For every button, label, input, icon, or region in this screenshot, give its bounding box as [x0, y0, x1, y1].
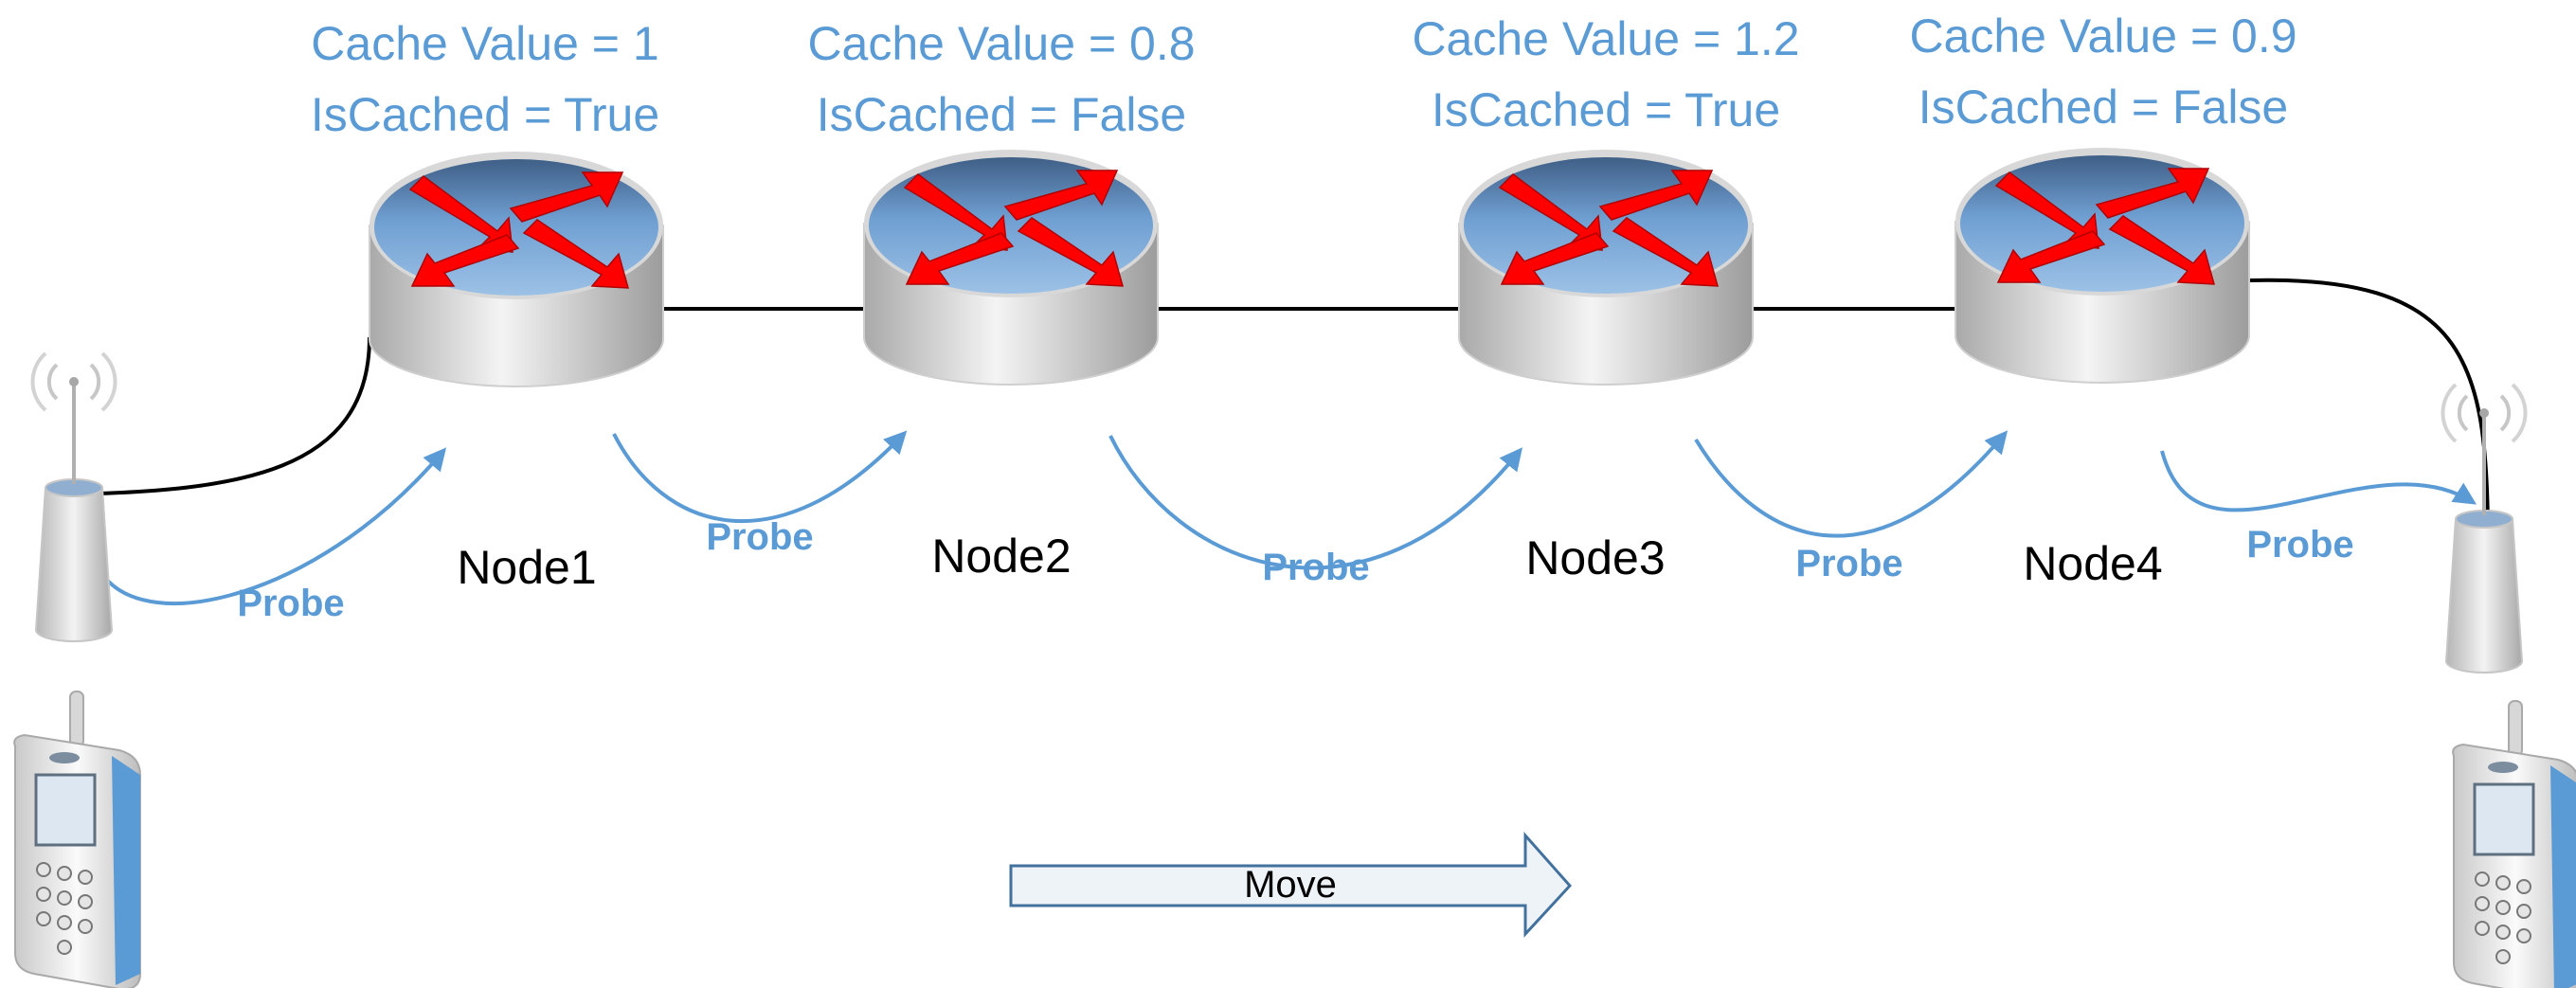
access-point-right [2441, 383, 2528, 674]
router-icon [1955, 147, 2250, 384]
move-label: Move [1244, 864, 1337, 906]
node3-cache-value: Cache Value = 1.2 [1412, 12, 1799, 65]
node2-cache-value: Cache Value = 0.8 [807, 17, 1195, 70]
probe-label-3: Probe [1262, 547, 1369, 588]
router-node4 [1955, 147, 2250, 384]
probe-arrows [93, 430, 2477, 605]
link-ap1-node1 [67, 336, 371, 496]
probe-arrow-2 [612, 430, 908, 524]
probe-arrow-3 [1108, 435, 1523, 570]
node1-name: Node1 [457, 541, 596, 594]
node-names: Node1 Node2 Node3 Node4 [457, 530, 2162, 594]
probe-label-2: Probe [706, 516, 813, 558]
access-point-left [30, 351, 117, 643]
node1-cache-value: Cache Value = 1 [311, 17, 658, 70]
probe-arrow-4 [1694, 430, 2009, 538]
router-icon [863, 149, 1159, 386]
wireless-access-point-icon [30, 351, 117, 643]
link-node4-ap2 [2248, 278, 2490, 528]
mobile-phone-left [12, 690, 142, 988]
probe-arrow-5 [2160, 450, 2477, 512]
node4-is-cached: IsCached = False [1918, 81, 2288, 134]
node2-is-cached: IsCached = False [817, 88, 1186, 141]
mobile-phone-icon [12, 690, 142, 988]
wireless-access-point-icon [2441, 383, 2528, 674]
node3-name: Node3 [1525, 531, 1665, 584]
mobile-phone-icon [2451, 699, 2576, 988]
probe-labels: Probe Probe Probe Probe Probe [237, 516, 2353, 624]
probe-arrow-1 [93, 447, 447, 605]
router-node3 [1458, 149, 1754, 386]
router-node1 [369, 151, 664, 387]
router-icon [369, 151, 664, 387]
node2-name: Node2 [931, 530, 1071, 583]
node3-is-cached: IsCached = True [1432, 83, 1780, 136]
node4-name: Node4 [2023, 537, 2162, 590]
router-icon [1458, 149, 1754, 386]
probe-label-1: Probe [237, 583, 344, 624]
move-arrow-icon [1009, 832, 1573, 938]
mobile-phone-right [2451, 699, 2576, 988]
probe-label-5: Probe [2246, 524, 2353, 566]
node4-cache-value: Cache Value = 0.9 [1909, 9, 2297, 63]
router-node2 [863, 149, 1159, 386]
cache-labels: Cache Value = 1 IsCached = True Cache Va… [311, 9, 2297, 141]
node1-is-cached: IsCached = True [311, 88, 659, 141]
move-arrow: Move [1009, 832, 1573, 938]
probe-label-4: Probe [1795, 543, 1902, 584]
